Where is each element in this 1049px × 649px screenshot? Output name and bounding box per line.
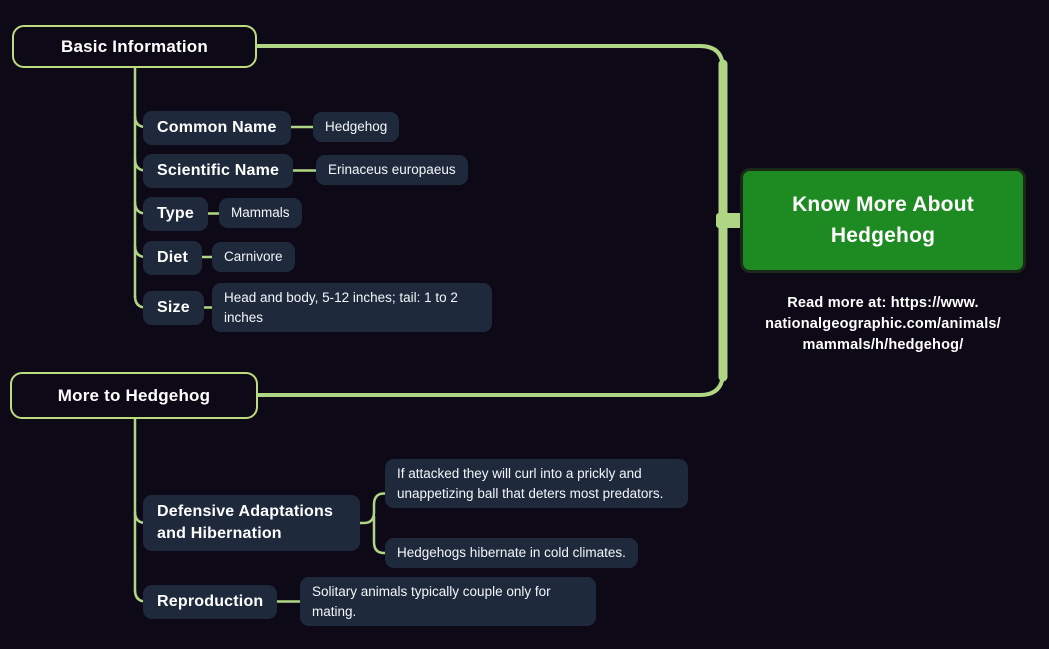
label-diet[interactable]: Diet xyxy=(143,241,203,275)
value-diet[interactable]: Carnivore xyxy=(212,242,295,272)
label-defensive-adaptations[interactable]: Defensive Adaptations and Hibernation xyxy=(143,495,360,551)
label-type[interactable]: Type xyxy=(143,197,208,231)
node-more-to-hedgehog[interactable]: More to Hedgehog xyxy=(10,372,258,419)
label-reproduction[interactable]: Reproduction xyxy=(143,585,278,619)
note-curl-defense[interactable]: If attacked they will curl into a prickl… xyxy=(385,459,688,508)
spine-branch xyxy=(255,44,725,397)
label-scientific-name[interactable]: Scientific Name xyxy=(143,154,294,188)
note-hibernation[interactable]: Hedgehogs hibernate in cold climates. xyxy=(385,538,638,568)
label-size[interactable]: Size xyxy=(143,291,204,325)
value-scientific-name[interactable]: Erinaceus europaeus xyxy=(316,155,468,185)
value-size[interactable]: Head and body, 5-12 inches; tail: 1 to 2… xyxy=(212,283,492,332)
label-common-name[interactable]: Common Name xyxy=(143,111,291,145)
read-more-line: nationalgeographic.com/animals/ xyxy=(765,316,1001,332)
node-root-topic[interactable]: Know More About Hedgehog xyxy=(740,168,1026,273)
bracket-down xyxy=(372,516,390,555)
read-more-line: mammals/h/hedgehog/ xyxy=(802,337,964,353)
value-reproduction[interactable]: Solitary animals typically couple only f… xyxy=(300,577,596,626)
value-common-name[interactable]: Hedgehog xyxy=(313,112,400,142)
root-stub xyxy=(716,213,742,228)
bracket-up xyxy=(356,492,390,525)
value-type[interactable]: Mammals xyxy=(219,198,302,228)
node-basic-information[interactable]: Basic Information xyxy=(12,25,257,68)
read-more-note: Read more at: https://www. nationalgeogr… xyxy=(727,293,1039,356)
read-more-line: Read more at: https://www. xyxy=(787,295,979,311)
